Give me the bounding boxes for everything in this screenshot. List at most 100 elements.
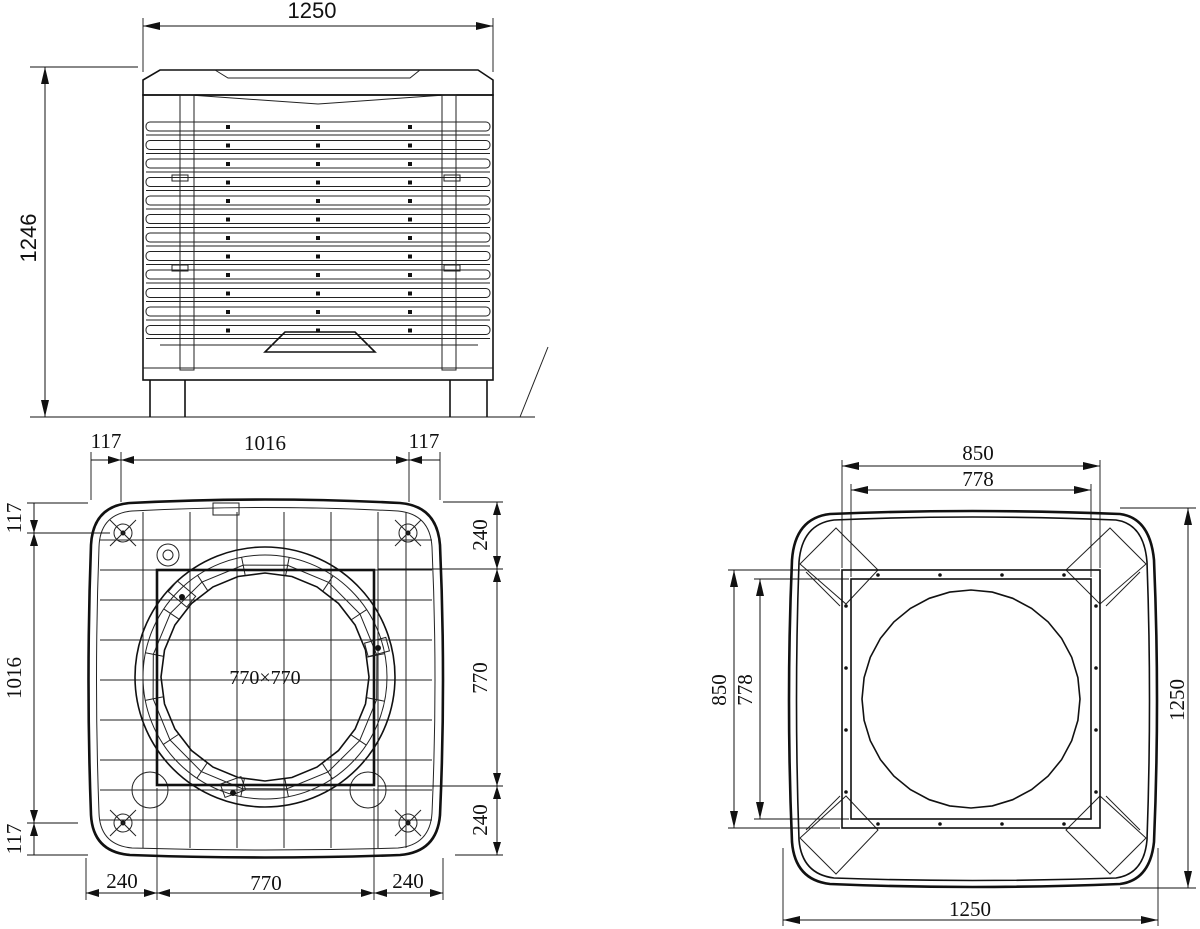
ring-spoke (145, 696, 163, 701)
louver-slat (145, 251, 491, 261)
louver-rivet (408, 236, 412, 240)
corner-foot (394, 519, 422, 547)
corner-foot (109, 519, 137, 547)
flange-hole (1094, 728, 1098, 732)
bracket (167, 580, 197, 608)
louver-rivet (316, 236, 320, 240)
ring-spoke (145, 652, 164, 657)
louver-rivet (226, 254, 230, 259)
flange-hole (844, 790, 848, 794)
flange-hole (938, 822, 942, 826)
louver-rivet (226, 236, 230, 240)
ring-spoke (366, 697, 385, 702)
louver-slat (145, 232, 491, 243)
flange-hole (1062, 822, 1066, 826)
louver-rivet (408, 310, 412, 314)
louver-rivet (408, 199, 412, 203)
unit-body (142, 94, 494, 381)
flange-hole (1062, 573, 1066, 577)
ring-spoke (197, 575, 208, 591)
louver-clip (171, 174, 189, 182)
opening-size-label: 770×770 (229, 667, 300, 689)
louver-rivet (408, 217, 412, 222)
louver-rivet (408, 328, 412, 333)
louver-rivet (226, 180, 230, 185)
louver-rivet (408, 254, 412, 259)
ring-spoke (351, 734, 367, 746)
louver-slat (145, 121, 491, 132)
arrowhead (41, 400, 49, 417)
arrowhead (41, 67, 49, 84)
flange-hole (938, 573, 942, 577)
fan-inner-ring (160, 572, 370, 782)
louver-rivet (226, 217, 230, 222)
louver-rivet (226, 328, 230, 333)
dim-right-height: 1250 (1165, 679, 1189, 721)
louver-rivet (226, 143, 230, 148)
corner-brace (1065, 527, 1147, 605)
louver-slat (145, 306, 491, 317)
drain-port (156, 543, 180, 567)
ring-spoke (351, 609, 367, 620)
dim-left-span: 1016 (2, 657, 26, 699)
dim-left-bottom-offset: 117 (2, 824, 26, 855)
arrowhead (476, 22, 493, 30)
arrowhead (143, 22, 160, 30)
ring-spoke (163, 734, 179, 745)
louver-rivet (316, 199, 320, 203)
top-notch (212, 502, 240, 516)
flange-hole (844, 666, 848, 670)
fan-ring-segments (152, 564, 378, 790)
louver-clip (171, 264, 189, 272)
louver-rivet (226, 310, 230, 314)
louver-rivet (226, 199, 230, 203)
ring-spoke (322, 763, 333, 779)
pump-mount (349, 771, 387, 809)
dim-right-mid: 770 (468, 662, 492, 694)
louver-rivet (316, 143, 320, 148)
ring-spoke (322, 575, 334, 591)
dim-top-left-offset: 117 (91, 429, 122, 453)
brace-detail (1105, 571, 1141, 607)
dim-right-bottom: 240 (468, 804, 492, 836)
dim-top-span: 1016 (244, 431, 286, 455)
fan-ring-mid (142, 554, 388, 800)
louver-rivet (408, 143, 412, 148)
drain-opening (263, 331, 377, 353)
louver-rivet (226, 162, 230, 166)
louver-rivet (408, 291, 412, 296)
dim-left-outer: 850 (707, 674, 731, 706)
ring-spoke (196, 763, 208, 779)
bracket-bolt (230, 790, 236, 796)
louver-slat (145, 158, 491, 169)
ring-spoke (163, 608, 179, 620)
dim-top-outer-width: 850 (962, 441, 994, 465)
brace-detail (805, 571, 841, 607)
bracket (363, 636, 391, 658)
louver-rivet (316, 273, 320, 277)
louver-slat (145, 195, 491, 206)
louver-rivet (226, 291, 230, 296)
dim-left-inner: 778 (733, 674, 757, 706)
duct-opening (155, 568, 376, 787)
top-lid (142, 69, 494, 96)
ring-spoke (285, 557, 290, 576)
top-outline-inner (795, 516, 1151, 882)
bracket-bolt (375, 645, 381, 651)
bracket-bolt (179, 594, 185, 600)
dim-right-top: 240 (468, 519, 492, 551)
top-view: 850 778 850 778 1250 1250 (707, 441, 1196, 926)
louver-rivet (226, 273, 230, 277)
flange-hole (876, 822, 880, 826)
dim-top-right-offset: 117 (409, 429, 440, 453)
louver-rivet (408, 180, 412, 185)
louver-rivet (316, 291, 320, 296)
ring-spoke (240, 778, 245, 797)
fan-ring-outer (134, 546, 396, 808)
water-inlet (131, 771, 169, 809)
louver-rivet (408, 273, 412, 277)
flange-outer (841, 569, 1101, 829)
flange-hole (1000, 822, 1004, 826)
flange-hole (844, 604, 848, 608)
